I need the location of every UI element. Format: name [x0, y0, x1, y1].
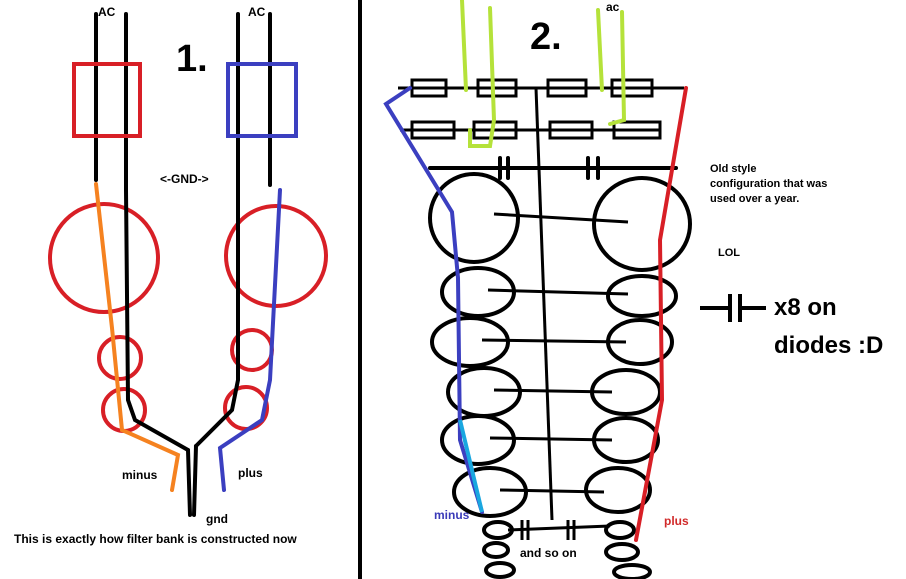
panel2-number: 2.: [530, 16, 562, 58]
panel2-capacitors-left: [428, 172, 528, 579]
plus-label-panel1: plus: [238, 466, 263, 480]
ac-label-panel2: ac: [606, 0, 620, 14]
panel2-capacitor-row: [428, 156, 678, 180]
panel1-left-branch: [48, 12, 190, 492]
panel1-number: 1.: [176, 38, 208, 80]
panel1-right-branch: [194, 12, 328, 492]
panel2-plus-rail: [634, 86, 688, 542]
fuse-box-right: [226, 62, 298, 138]
x8-capacitor-symbol: [700, 294, 766, 322]
plus-label-panel2: plus: [664, 514, 689, 528]
old-style-note: Old style configuration that was used ov…: [710, 163, 828, 205]
x8-note-line1: x8 on: [774, 294, 837, 321]
panel1-caption: This is exactly how filter bank is const…: [14, 532, 297, 546]
capacitor-small-left-1: [97, 335, 143, 381]
panel2-diode-bridges: [398, 78, 684, 140]
x8-note-line2: diodes :D: [774, 332, 884, 359]
capacitor-small-left-2: [101, 387, 147, 433]
minus-label-panel2: minus: [434, 508, 470, 522]
ac-label-left: AC: [98, 5, 116, 19]
panel2-ac-wires: [460, 0, 627, 148]
and-so-on-label: and so on: [520, 546, 577, 560]
panel2-links: [481, 212, 629, 540]
ac-label-right: AC: [248, 5, 266, 19]
minus-label-panel1: minus: [122, 468, 158, 482]
panel2-minus-rail: [383, 86, 484, 514]
lol-label: LOL: [718, 247, 740, 259]
capacitor-large-left: [48, 202, 160, 314]
gnd-label: gnd: [206, 512, 228, 526]
panel2-center-wire: [534, 87, 554, 521]
fuse-box-left: [72, 62, 142, 138]
gnd-arrow-label: <-GND->: [160, 172, 209, 186]
gnd-lead: [186, 444, 198, 517]
capacitor-large-right: [224, 204, 328, 308]
